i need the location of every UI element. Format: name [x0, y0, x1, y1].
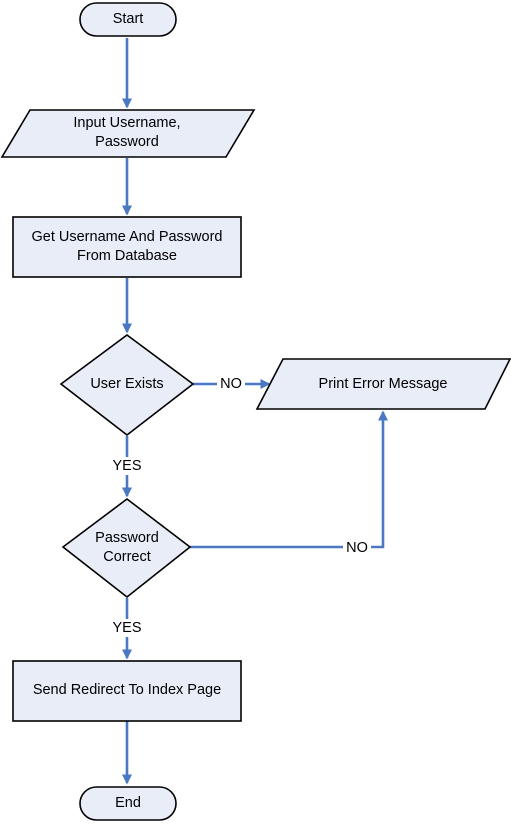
node-exists: User Exists — [59, 334, 195, 437]
edge-password-to-error — [190, 410, 388, 549]
edge-label-password-yes: YES — [112, 620, 141, 636]
node-start: Start — [79, 2, 177, 37]
node-password-line-1: Password — [95, 530, 159, 546]
node-input: Input Username, Password — [0, 109, 256, 158]
edge-label-exists-yes: YES — [112, 458, 141, 474]
node-get-line-2: From Database — [77, 248, 177, 264]
node-start-label: Start — [113, 11, 144, 27]
node-get: Get Username And Password From Database — [12, 216, 242, 278]
node-end-label: End — [115, 795, 141, 811]
edge-label-password-no: NO — [346, 540, 368, 556]
node-get-line-1: Get Username And Password — [31, 229, 222, 245]
node-redirect-label: Send Redirect To Index Page — [33, 682, 221, 698]
node-redirect: Send Redirect To Index Page — [12, 660, 242, 722]
node-password-line-2: Correct — [103, 549, 151, 565]
node-input-line-2: Password — [95, 134, 159, 150]
node-password: Password Correct — [61, 497, 192, 599]
edge-label-exists-no: NO — [220, 376, 242, 392]
node-exists-label: User Exists — [90, 376, 163, 392]
node-input-line-1: Input Username, — [73, 115, 180, 131]
node-error-label: Print Error Message — [319, 376, 448, 392]
node-end: End — [79, 786, 177, 821]
edge-labels: NO YES NO YES — [108, 375, 371, 637]
node-error: Print Error Message — [255, 358, 511, 410]
